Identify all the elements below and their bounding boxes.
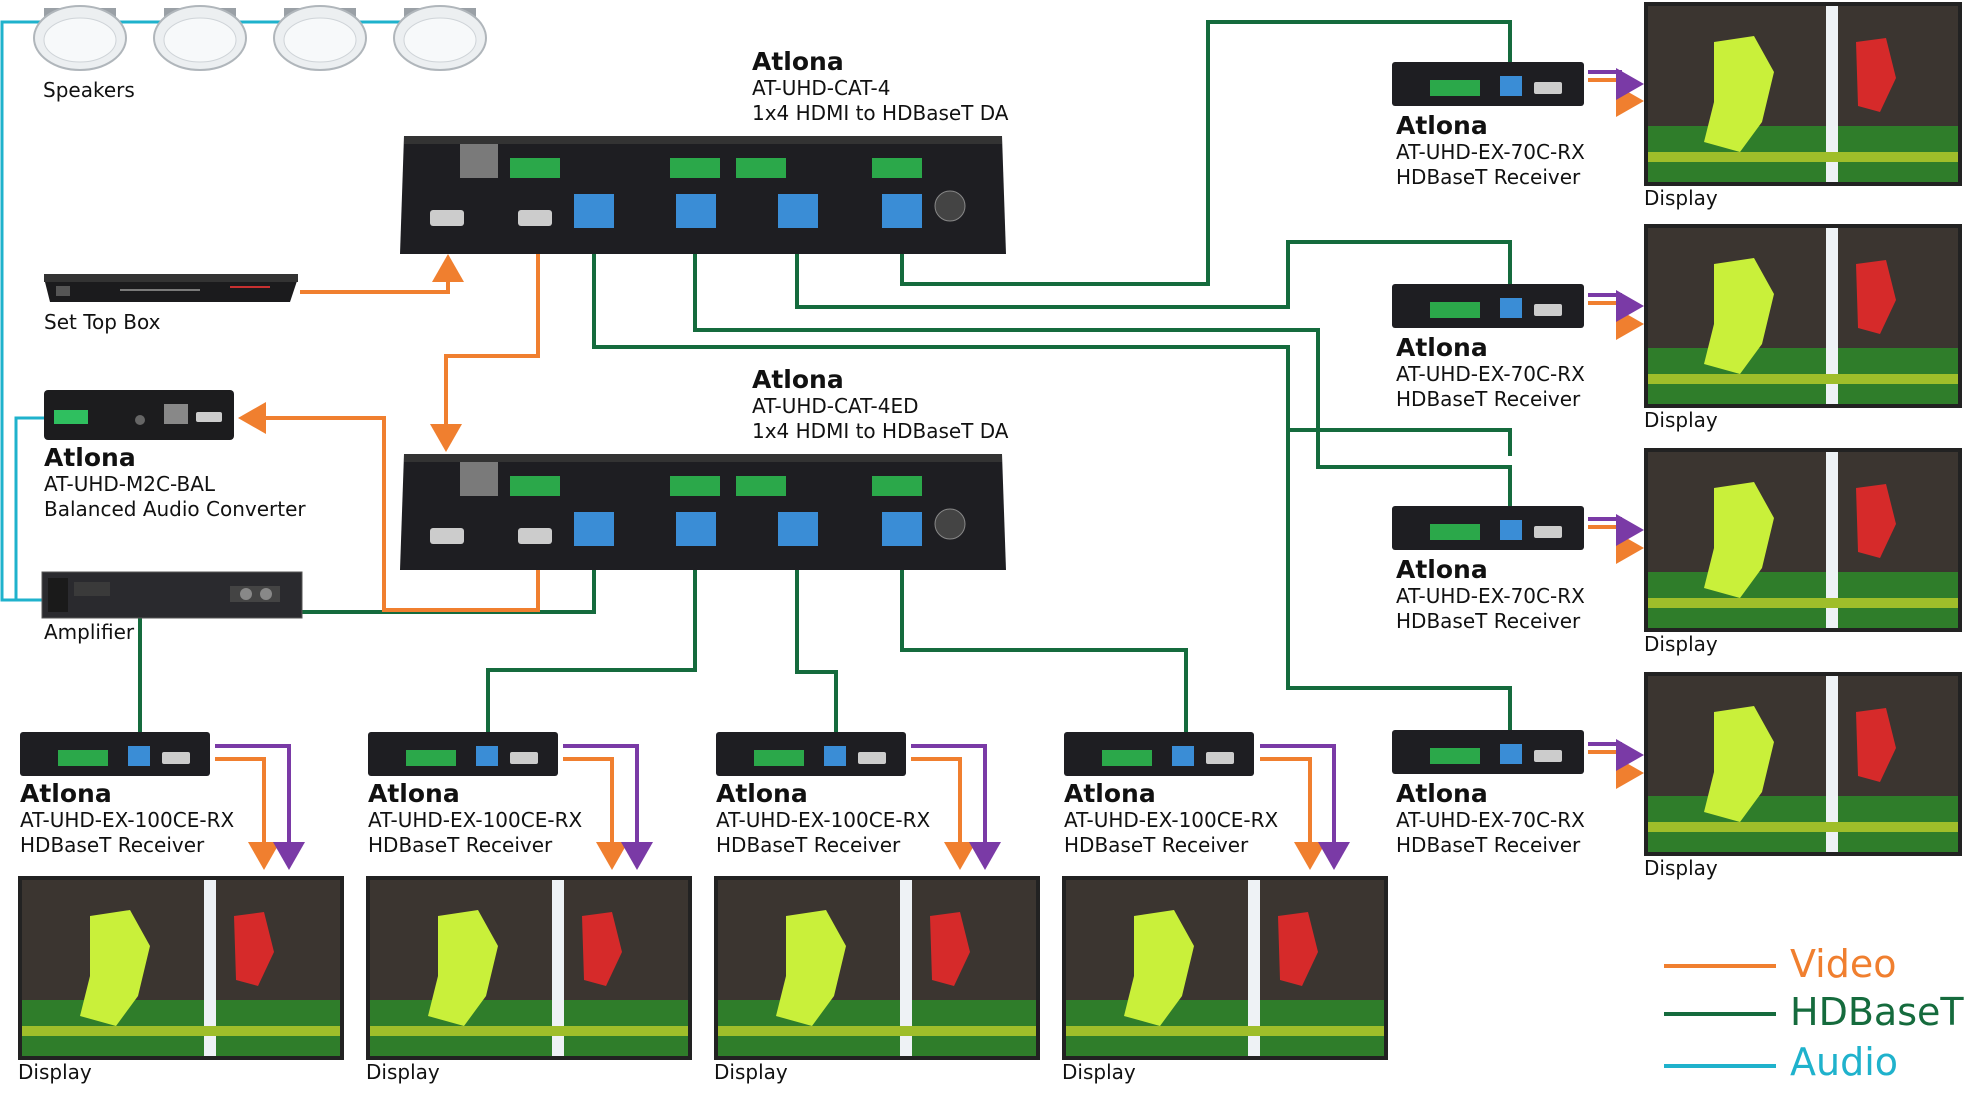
device-description: 1x4 HDMI to HDBaseT DA xyxy=(752,419,1009,443)
display-label: Display xyxy=(1644,408,1718,432)
hdbaset-wire-bottom-4 xyxy=(900,570,1188,732)
model-name: AT-UHD-EX-70C-RX xyxy=(1396,808,1585,832)
display-label: Display xyxy=(714,1060,788,1084)
display-screen xyxy=(18,876,344,1060)
receiver-right-label: Atlona AT-UHD-EX-70C-RX HDBaseT Receiver xyxy=(1396,780,1585,858)
brand-name: Atlona xyxy=(368,779,460,808)
hdbaset-wire-bottom-1 xyxy=(138,570,596,732)
display-screen xyxy=(1644,224,1962,408)
device-description: HDBaseT Receiver xyxy=(1064,833,1249,857)
model-name: AT-UHD-EX-100CE-RX xyxy=(716,808,931,832)
speaker xyxy=(273,5,367,71)
model-name: AT-UHD-EX-70C-RX xyxy=(1396,140,1585,164)
hdbaset-wires xyxy=(138,20,1512,732)
legend-label-video: Video xyxy=(1790,942,1897,986)
display-screen xyxy=(1644,448,1962,632)
receiver-right-label: Atlona AT-UHD-EX-70C-RX HDBaseT Receiver xyxy=(1396,556,1585,634)
hdbaset-wire-top-4 xyxy=(900,20,1512,286)
brand-name: Atlona xyxy=(1396,555,1488,584)
converter-device xyxy=(44,390,234,440)
speakers-label: Speakers xyxy=(43,78,135,102)
hdbaset-wire-top-2 xyxy=(693,254,1512,508)
da-top-device xyxy=(400,136,1006,254)
set-top-box-label: Set Top Box xyxy=(44,310,161,334)
brand-name: Atlona xyxy=(1396,111,1488,140)
amplifier-label: Amplifier xyxy=(44,620,135,644)
hdbaset-wire-rx4 xyxy=(1286,430,1512,732)
da-bottom-device xyxy=(400,454,1006,570)
device-description: HDBaseT Receiver xyxy=(20,833,205,857)
display-screen xyxy=(1644,2,1962,186)
device-description: HDBaseT Receiver xyxy=(1396,165,1581,189)
model-name: AT-UHD-EX-100CE-RX xyxy=(368,808,583,832)
display-label: Display xyxy=(1644,632,1718,656)
display-screen xyxy=(366,876,692,1060)
video-wire-da-link xyxy=(430,254,540,452)
converter-label: Atlona AT-UHD-M2C-BAL Balanced Audio Con… xyxy=(44,444,306,522)
legend-swatches xyxy=(1664,964,1776,1068)
model-name: AT-UHD-EX-70C-RX xyxy=(1396,584,1585,608)
da-top-label: Atlona AT-UHD-CAT-4 1x4 HDMI to HDBaseT … xyxy=(752,48,1008,126)
display-screen xyxy=(714,876,1040,1060)
brand-name: Atlona xyxy=(716,779,808,808)
receiver-bottom-label: Atlona AT-UHD-EX-100CE-RX HDBaseT Receiv… xyxy=(368,780,582,858)
speaker xyxy=(153,5,247,71)
brand-name: Atlona xyxy=(752,47,844,76)
purple-wires xyxy=(215,68,1644,870)
receiver-bottom-label: Atlona AT-UHD-EX-100CE-RX HDBaseT Receiv… xyxy=(1064,780,1278,858)
set-top-box-device xyxy=(44,274,298,302)
model-name: AT-UHD-CAT-4 xyxy=(752,76,891,100)
model-name: AT-UHD-EX-100CE-RX xyxy=(20,808,235,832)
brand-name: Atlona xyxy=(1064,779,1156,808)
hdbaset-wire-bottom-3 xyxy=(795,570,838,732)
display-label: Display xyxy=(1644,856,1718,880)
display-screen xyxy=(1062,876,1388,1060)
model-name: AT-UHD-EX-100CE-RX xyxy=(1064,808,1279,832)
device-description: HDBaseT Receiver xyxy=(1396,833,1581,857)
receivers-right-ports xyxy=(1430,76,1562,764)
legend-label-audio: Audio xyxy=(1790,1040,1899,1084)
amplifier-device xyxy=(41,571,303,619)
display-label: Display xyxy=(366,1060,440,1084)
brand-name: Atlona xyxy=(1396,333,1488,362)
receivers-bottom-ports xyxy=(58,746,1234,766)
model-name: AT-UHD-M2C-BAL xyxy=(44,472,216,496)
brand-name: Atlona xyxy=(20,779,112,808)
speakers-group xyxy=(33,5,487,71)
device-description: HDBaseT Receiver xyxy=(1396,387,1581,411)
receiver-right-label: Atlona AT-UHD-EX-70C-RX HDBaseT Receiver xyxy=(1396,334,1585,412)
hdbaset-wire-top-3 xyxy=(795,240,1512,309)
da-bottom-label: Atlona AT-UHD-CAT-4ED 1x4 HDMI to HDBase… xyxy=(752,366,1008,444)
video-wire-converter xyxy=(238,402,540,612)
brand-name: Atlona xyxy=(44,443,136,472)
display-label: Display xyxy=(1644,186,1718,210)
device-description: HDBaseT Receiver xyxy=(716,833,901,857)
receiver-right-label: Atlona AT-UHD-EX-70C-RX HDBaseT Receiver xyxy=(1396,112,1585,190)
legend-label-hdbaset: HDBaseT xyxy=(1790,990,1964,1034)
speaker xyxy=(33,5,127,71)
display-label: Display xyxy=(1062,1060,1136,1084)
device-description: 1x4 HDMI to HDBaseT DA xyxy=(752,101,1009,125)
device-description: HDBaseT Receiver xyxy=(1396,609,1581,633)
display-screen xyxy=(1644,672,1962,856)
display-label: Display xyxy=(18,1060,92,1084)
device-description: Balanced Audio Converter xyxy=(44,497,306,521)
receiver-bottom-label: Atlona AT-UHD-EX-100CE-RX HDBaseT Receiv… xyxy=(716,780,930,858)
hdbaset-wire-top-1 xyxy=(592,254,1512,456)
brand-name: Atlona xyxy=(752,365,844,394)
device-description: HDBaseT Receiver xyxy=(368,833,553,857)
displays xyxy=(18,2,1962,1060)
model-name: AT-UHD-EX-70C-RX xyxy=(1396,362,1585,386)
hdbaset-wire-bottom-2 xyxy=(486,570,697,732)
brand-name: Atlona xyxy=(1396,779,1488,808)
speaker xyxy=(393,5,487,71)
video-wire-stb xyxy=(300,254,464,294)
receiver-bottom-label: Atlona AT-UHD-EX-100CE-RX HDBaseT Receiv… xyxy=(20,780,234,858)
model-name: AT-UHD-CAT-4ED xyxy=(752,394,919,418)
